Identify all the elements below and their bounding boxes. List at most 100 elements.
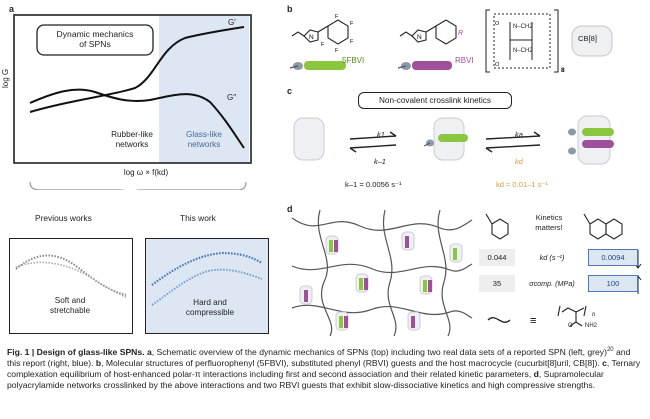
monomer-n: n (592, 312, 596, 318)
title-box (36, 24, 154, 56)
blue-series-1 (151, 251, 263, 286)
reverse-arrow-1 (349, 144, 397, 149)
acrylamide-structure (557, 305, 587, 327)
glass-line-1: Glass-like (186, 130, 222, 139)
chain-squiggle-icon (487, 317, 511, 323)
caption-c-letter: c (602, 357, 607, 368)
rbvi-cartoon-body (412, 61, 452, 70)
nch2-top: N–CH2 (513, 24, 533, 30)
caption-a-text: , Schematic overview of the dynamic mech… (151, 346, 607, 357)
panel-a-svg (13, 14, 252, 190)
reverse-arrow-2 (485, 144, 541, 149)
previous-works-label: Previous works (35, 213, 92, 223)
caption-c-text: , Ternary complexation equilibrium of ho… (7, 357, 641, 380)
panel-b-svg: N F F F F F N R O O 8 (289, 9, 613, 74)
x-axis-label: log ω × f(kd) (123, 168, 169, 177)
5fbvi-f1: F (335, 14, 339, 20)
rbvi-r-group: R (458, 30, 463, 37)
nch2-bottom: N–CH2 (513, 48, 533, 54)
5fbvi-f2: F (350, 21, 354, 27)
5fbvi-label: 5FBVI (342, 56, 365, 65)
left-kd-cell: 0.044 (479, 249, 515, 266)
caption-reference[interactable]: 20 (606, 347, 614, 353)
previous-works-panel: Soft and stretchable (9, 238, 133, 334)
figure-caption: Fig. 1 | Design of glass-like SPNs. a, S… (7, 345, 643, 391)
cb8-o-top-left: O (495, 21, 500, 27)
k-minus1-label: k–1 (374, 157, 386, 166)
storage-label: G′ (228, 18, 236, 27)
cb8-label: CB[8] (578, 34, 597, 43)
forward-arrow-2 (485, 135, 541, 140)
caption-d-letter: d (533, 369, 539, 380)
benzyl-structure (485, 213, 509, 240)
cb8-empty (293, 117, 325, 161)
panel-d-structures-svg: ≡ (485, 213, 642, 327)
kd-label: kd (515, 157, 523, 166)
hard-label: Hard and compressible (168, 298, 252, 318)
rbvi-n-plus: N (417, 34, 422, 41)
panel-letter-d: d (287, 204, 293, 214)
k1-label: k1 (377, 130, 385, 139)
caption-b-text: , Molecular structures of perfluoropheny… (101, 357, 603, 368)
hard-line-1: Hard and (193, 298, 227, 307)
caption-b-letter: b (95, 357, 102, 368)
crosslink-nodes (299, 231, 463, 331)
grey-data-svg (15, 254, 127, 298)
5fbvi-f5: F (321, 42, 325, 48)
kinetics-line-1: Kinetics (535, 213, 563, 222)
this-work-label: This work (180, 213, 216, 223)
equiv-sign: ≡ (530, 315, 536, 327)
loss-label: G″ (227, 93, 237, 102)
title-line-2: of SPNs (79, 39, 111, 49)
panel-letter-c: c (287, 86, 293, 96)
monomer-nh2: NH2 (585, 323, 598, 329)
loss-modulus-curve (29, 88, 245, 149)
right-sigma-cell: 100 (588, 275, 638, 292)
grey-series-2 (15, 261, 127, 298)
soft-line-2: stretchable (49, 306, 91, 315)
storage-modulus-curve (29, 26, 245, 113)
glass-line-2: networks (187, 140, 221, 149)
monomer-o: O (568, 323, 573, 329)
glass-region (159, 15, 249, 163)
rubber-line-1: Rubber-like (111, 130, 153, 139)
title-line-1: Dynamic mechanics (56, 29, 134, 39)
cb8-structure (485, 9, 559, 73)
kinetics-line-2: matters! (535, 222, 563, 232)
rubber-line-2: networks (115, 140, 149, 149)
polymer-chains (291, 209, 473, 337)
this-work-panel: Hard and compressible (145, 238, 269, 334)
right-kd-cell: 0.0094 (588, 249, 638, 266)
blue-series-2 (151, 268, 263, 306)
5fbvi-cartoon-body (304, 61, 346, 70)
soft-label: Soft and stretchable (28, 296, 112, 316)
binary-green-guest (438, 134, 468, 142)
caption-title: Design of glass-like SPNs. (36, 346, 145, 357)
y-axis-label: log G (1, 68, 10, 88)
5fbvi-f4: F (335, 48, 339, 54)
k-minus1-value: k–1 = 0.0056 s⁻¹ (345, 180, 402, 189)
cb8-repeat-n: 8 (561, 67, 565, 74)
soft-line-1: Soft and (54, 296, 86, 305)
ka-label: ka (515, 130, 523, 139)
sigma-row-label: σcomp. (MPa) (529, 279, 575, 288)
kinetics-title: Non-covalent crosslink kinetics (358, 92, 512, 109)
cb8-o-bottom-left: O (495, 62, 500, 68)
panel-letter-b: b (287, 4, 293, 14)
hard-line-2: compressible (185, 308, 235, 317)
5fbvi-n-plus: N (309, 34, 314, 41)
caption-a-text-2: and this report (right, blue). (7, 346, 631, 368)
rbvi-label: RBVI (455, 56, 474, 65)
kinetics-matters-label: Kinetics matters! (525, 213, 573, 232)
rubber-region-label: Rubber-like networks (92, 130, 172, 150)
glass-region-label: Glass-like networks (166, 130, 242, 150)
ternary-green-guest (582, 128, 614, 136)
left-sigma-cell: 35 (479, 275, 515, 292)
cb8-cartoon (571, 25, 613, 57)
naphthyl-structure (583, 213, 623, 240)
brace-bracket (29, 181, 247, 190)
forward-arrow-1 (349, 135, 397, 140)
5fbvi-f3: F (350, 39, 354, 45)
caption-a-letter: a (146, 346, 152, 357)
caption-fig-number: Fig. 1 | (7, 346, 37, 357)
